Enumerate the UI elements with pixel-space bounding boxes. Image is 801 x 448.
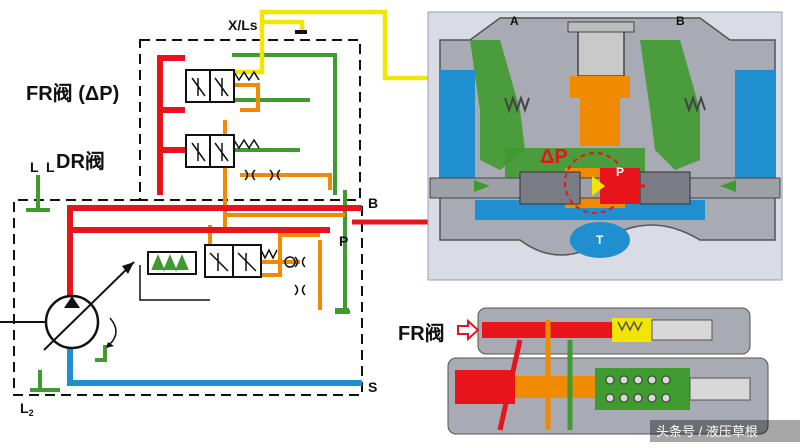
orifice-symbols (244, 169, 306, 296)
port-markers (295, 30, 349, 312)
l2-label: L2 (20, 400, 34, 418)
section-p-label: P (616, 165, 624, 179)
fr-valve-symbol-upper (185, 69, 260, 103)
delta-p-label: ΔP (540, 146, 568, 168)
pump-symbol (0, 261, 135, 351)
l-label: L (30, 159, 39, 175)
watermark-text: 头条号 / 液压草根 (656, 424, 758, 439)
dashed-housing (13, 39, 363, 396)
section-b-label: B (676, 14, 685, 28)
pump-cross-section (427, 11, 783, 281)
dr-valve-label: DR阀 (56, 150, 105, 173)
port-b-label: B (368, 195, 378, 211)
dr-valve-symbol (139, 244, 278, 301)
watermark-bg (650, 420, 800, 442)
fr-valve-label: FR阀 (ΔP) (26, 82, 119, 105)
section-a-label: A (510, 14, 519, 28)
fr-valve-detail (447, 307, 769, 435)
port-s-label: S (368, 379, 377, 395)
section-t-label: T (596, 233, 604, 247)
x-ls-label: X/Ls (228, 17, 258, 33)
fr-valve-symbol-lower (185, 134, 260, 168)
port-p-label: P (339, 233, 348, 249)
l1-label: L (46, 159, 55, 175)
fr-detail-label: FR阀 (398, 322, 445, 345)
suction-line (67, 345, 362, 386)
